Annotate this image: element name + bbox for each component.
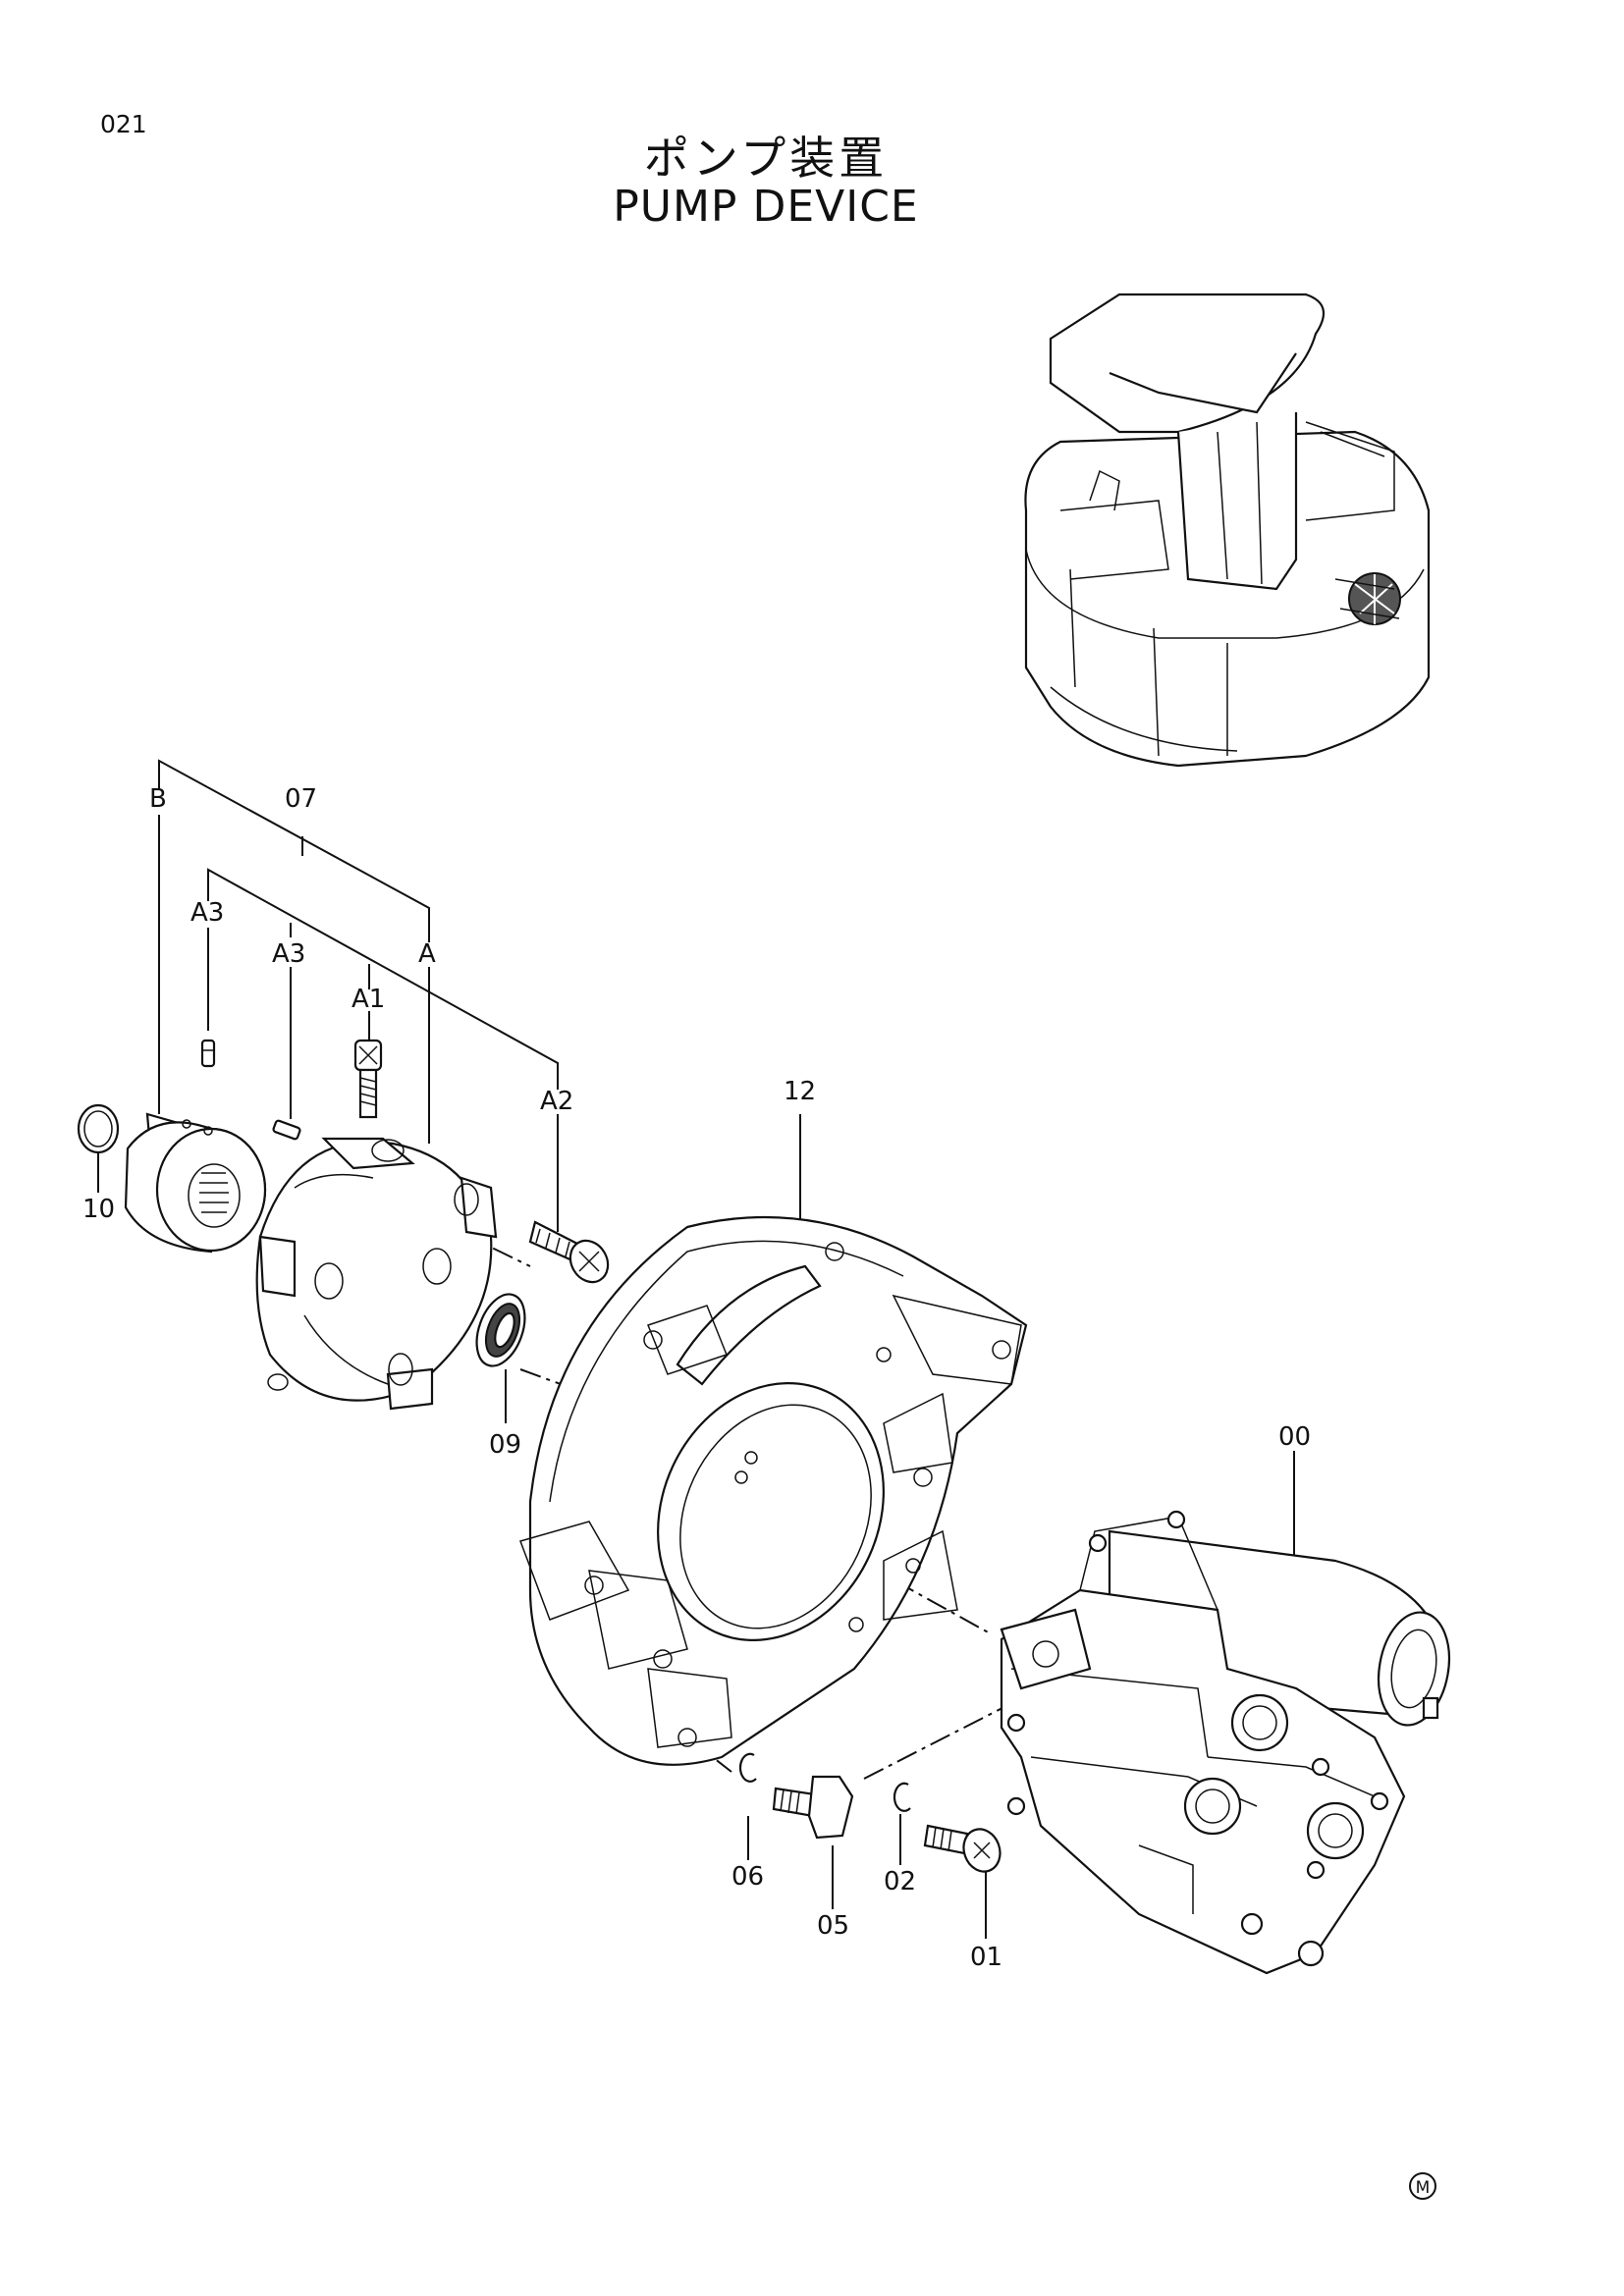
callout-01: 01 [970,1943,1002,1972]
snap-ring-10 [77,1103,120,1154]
hex-bolt-05 [772,1775,854,1840]
socket-bolt-01 [923,1824,1001,1873]
callout-06: 06 [731,1862,764,1892]
callout-a: A [418,939,436,969]
title-english: PUMP DEVICE [613,182,919,232]
oil-seal-09 [475,1293,526,1367]
pin-a3 [200,1039,301,1141]
callout-10: 10 [82,1195,115,1224]
callout-02: 02 [884,1867,916,1896]
ring-02 [893,1782,911,1812]
callout-07: 07 [285,784,317,814]
title-japanese: ポンプ装置 [643,132,889,185]
coupling-hub-b [124,1112,267,1254]
callout-12: 12 [784,1077,816,1106]
callout-a3-left: A3 [190,898,224,928]
circled-m-mark: M [1409,2172,1436,2200]
callout-labels: B 07 A3 A3 A A1 A2 10 12 09 00 06 05 02 … [82,784,1311,1972]
callout-05: 05 [817,1911,849,1941]
mark-letter: M [1416,2178,1431,2198]
page-number: 021 [100,110,147,138]
bolt-a1 [353,1039,383,1119]
callout-b: B [149,784,167,814]
callout-a2: A2 [540,1087,573,1116]
ring-06 [738,1752,757,1783]
hydraulic-pump-00 [1000,1510,1451,1975]
callout-00: 00 [1278,1422,1311,1452]
pump-housing-12 [519,1215,1028,1766]
machine-location-illustration [1024,293,1431,768]
callout-09: 09 [489,1430,521,1460]
callout-a1: A1 [352,985,385,1014]
coupling-element-a [255,1137,498,1411]
bolt-a2 [528,1220,610,1284]
callout-a3-mid: A3 [272,939,305,969]
